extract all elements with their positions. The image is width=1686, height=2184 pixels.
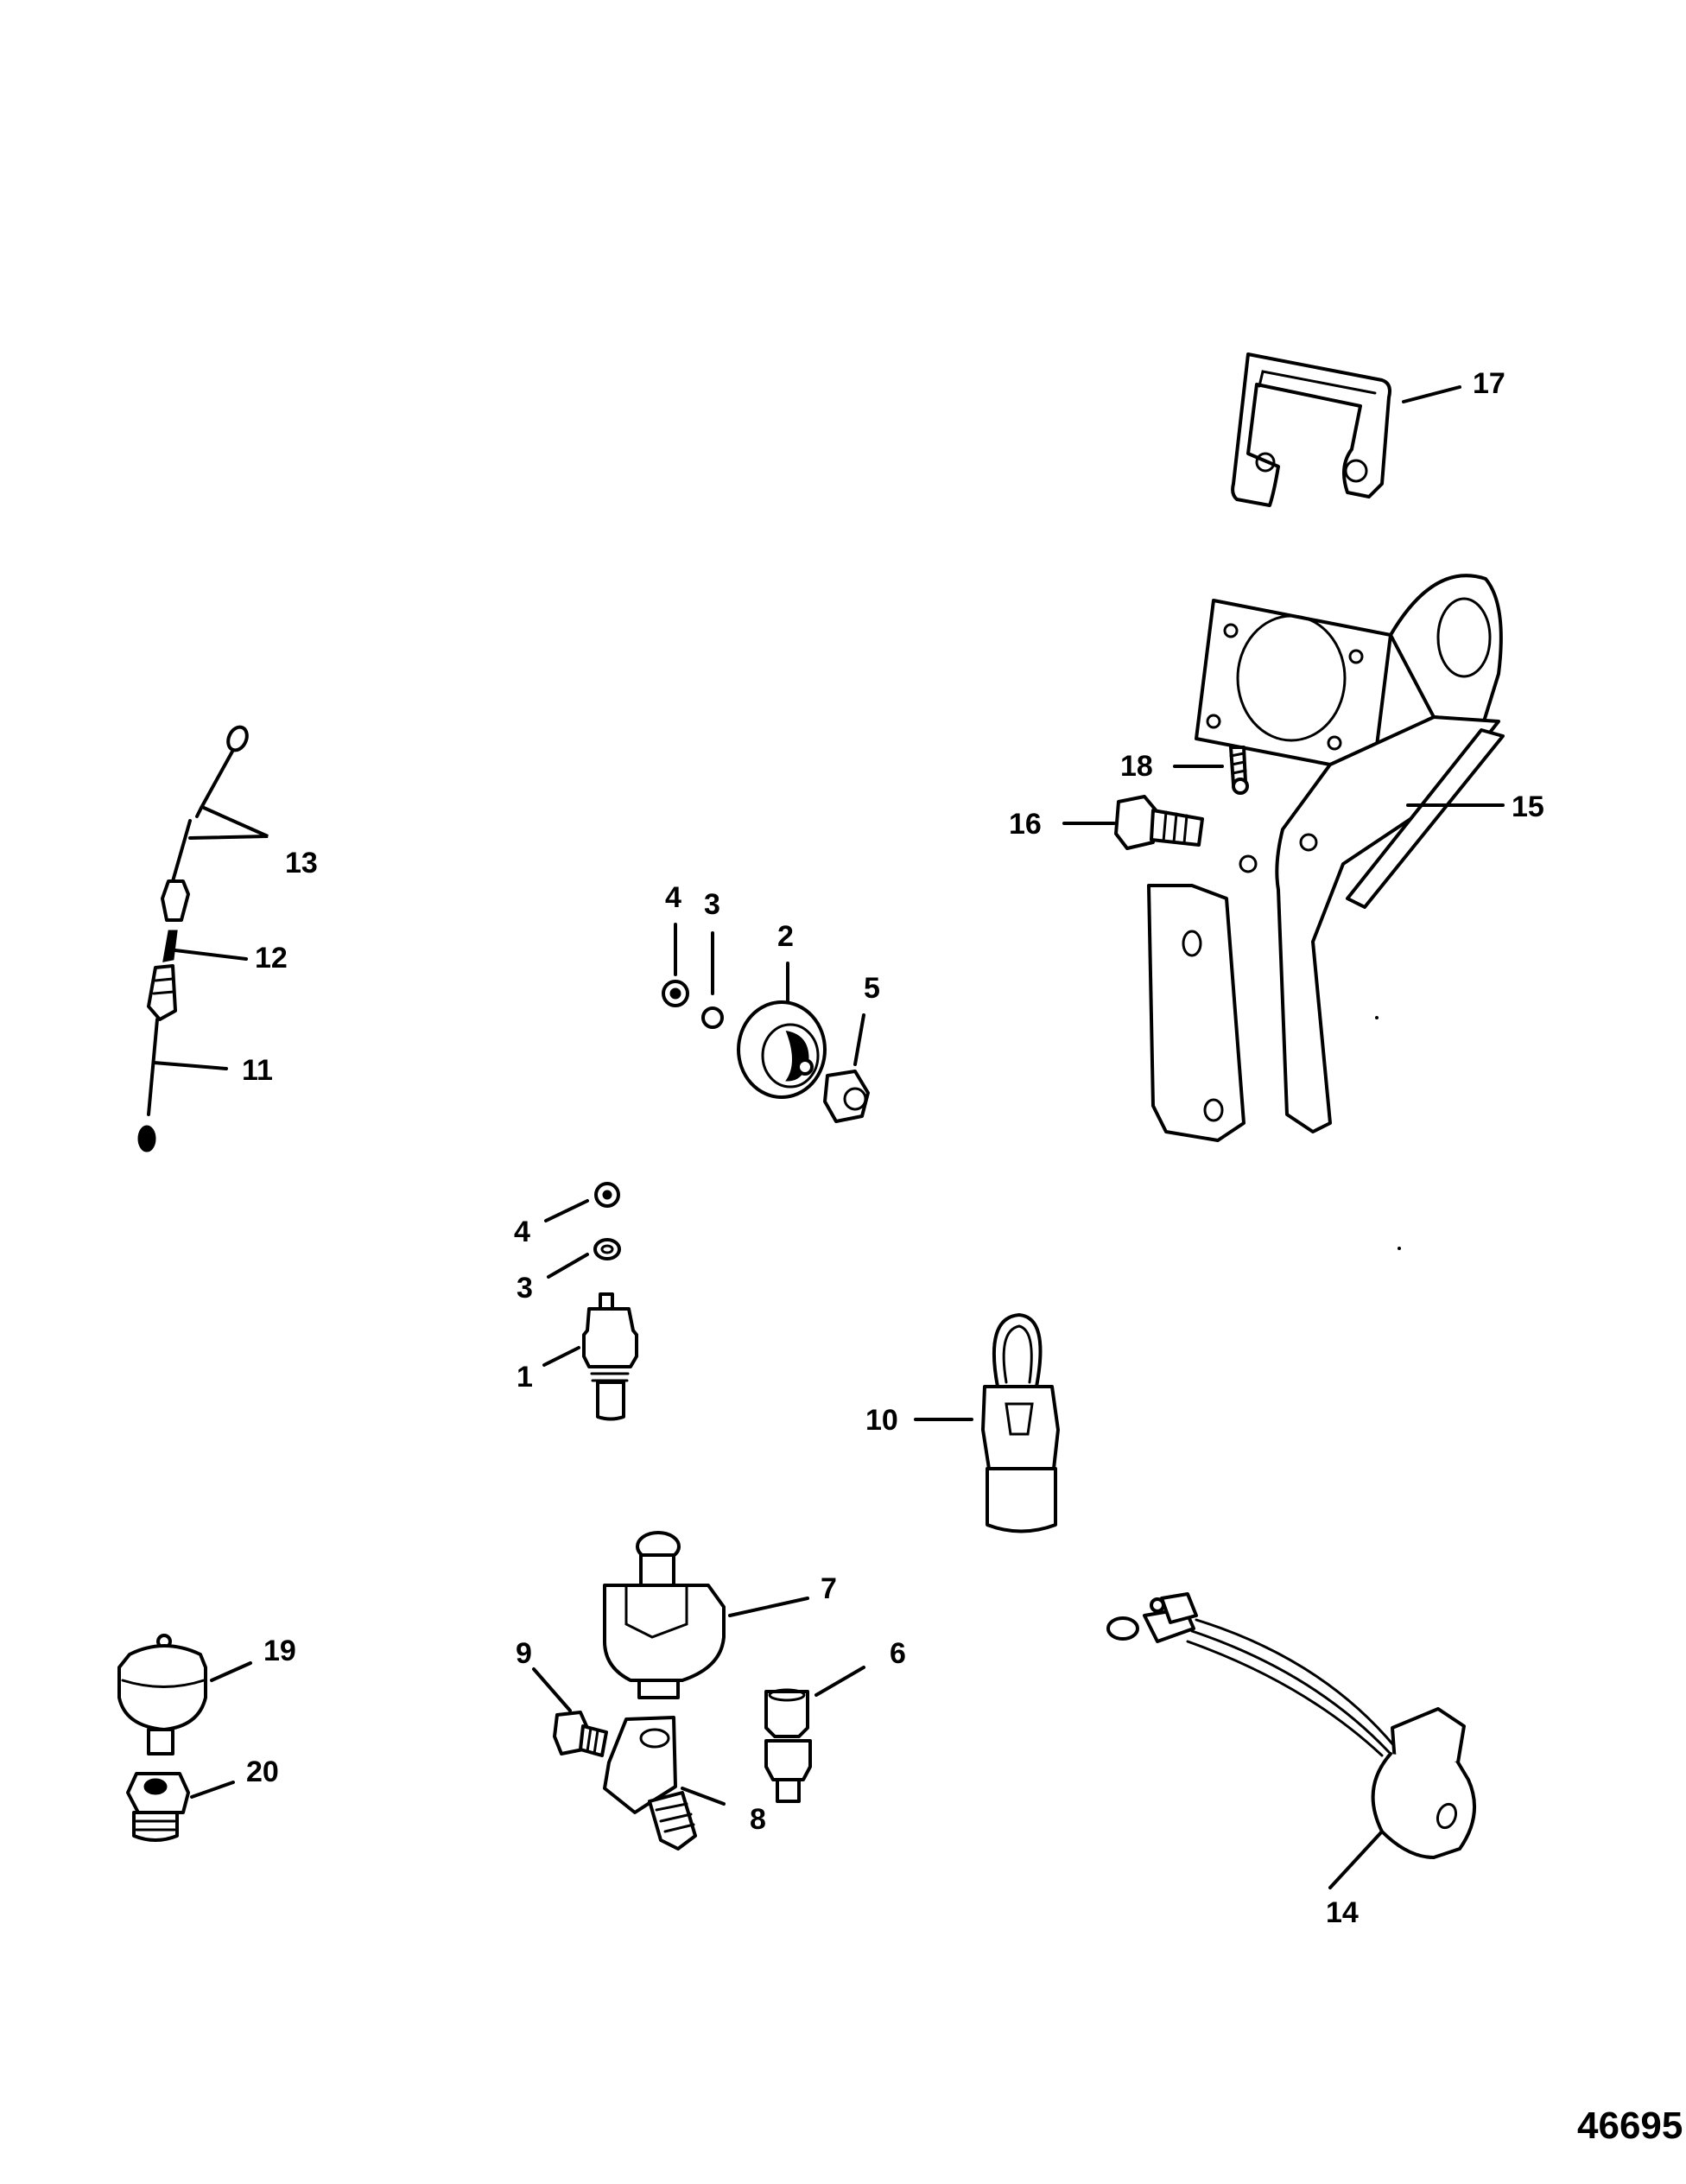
- callout-3-lower: 3: [517, 1272, 533, 1305]
- part-4-nut-lower: [594, 1182, 620, 1208]
- leader-12: [174, 949, 248, 961]
- leader-6: [814, 1666, 865, 1697]
- part-15-bracket: [1147, 574, 1505, 1142]
- callout-11: 11: [242, 1054, 273, 1087]
- speck-dot: [1375, 1016, 1379, 1019]
- callout-19: 19: [263, 1635, 296, 1667]
- callout-4-lower: 4: [514, 1216, 530, 1248]
- part-11-sender-wire: [137, 964, 177, 1152]
- part-12-connector-pin: [162, 930, 178, 962]
- leader-5: [853, 1013, 865, 1066]
- leader-20: [190, 1781, 235, 1799]
- part-17-clip: [1231, 352, 1391, 507]
- figure-id: 46695: [1577, 2105, 1683, 2147]
- leader-19: [210, 1661, 252, 1682]
- callout-15: 15: [1512, 790, 1544, 823]
- leader-8: [681, 1787, 726, 1806]
- part-3-washer-lower: [593, 1238, 621, 1260]
- leader-9: [532, 1667, 572, 1712]
- part-5-adapter: [823, 1070, 870, 1123]
- speck-dot: [1398, 1247, 1401, 1250]
- leader-14: [1328, 1830, 1384, 1889]
- callout-8: 8: [750, 1803, 766, 1836]
- part-9-plug: [553, 1711, 608, 1757]
- callout-7: 7: [821, 1572, 837, 1605]
- callout-12: 12: [255, 942, 288, 975]
- callout-16: 16: [1009, 808, 1042, 841]
- callout-18: 18: [1120, 750, 1153, 783]
- part-6-sender: [764, 1688, 812, 1803]
- part-16-bolt: [1114, 795, 1204, 850]
- callout-6: 6: [890, 1637, 906, 1670]
- part-13-lead-wires: [161, 725, 249, 922]
- leader-11: [152, 1061, 228, 1070]
- part-18-screw: [1229, 746, 1249, 795]
- leader-7: [728, 1597, 809, 1617]
- part-7-pressure-switch: [603, 1531, 726, 1699]
- part-14-sensor-harness: [1106, 1592, 1477, 1859]
- callout-10: 10: [865, 1404, 898, 1437]
- callout-13: 13: [285, 847, 318, 879]
- part-10-connector: [981, 1313, 1060, 1533]
- leader-13: [188, 806, 269, 840]
- part-20-adapter: [126, 1772, 190, 1842]
- part-1-temperature-sender: [582, 1292, 638, 1421]
- callout-14: 14: [1326, 1896, 1359, 1929]
- callout-17: 17: [1473, 367, 1505, 400]
- part-8-fitting: [603, 1716, 697, 1851]
- part-4-nut-upper: [662, 980, 689, 1007]
- callout-3-upper: 3: [704, 888, 720, 921]
- callout-5: 5: [864, 972, 880, 1005]
- leader-3-lower: [547, 1253, 589, 1279]
- callout-1: 1: [517, 1361, 533, 1394]
- part-3-washer-upper: [701, 1006, 724, 1029]
- callout-9: 9: [516, 1637, 532, 1670]
- leader-4-lower: [544, 1199, 589, 1222]
- leader-1: [542, 1346, 580, 1367]
- callout-20: 20: [246, 1755, 279, 1788]
- callout-4-upper: 4: [665, 881, 681, 914]
- callout-2: 2: [777, 920, 794, 953]
- leader-17: [1402, 385, 1461, 403]
- part-19-switch: [117, 1634, 207, 1755]
- part-2-pressure-sender: [737, 1000, 827, 1099]
